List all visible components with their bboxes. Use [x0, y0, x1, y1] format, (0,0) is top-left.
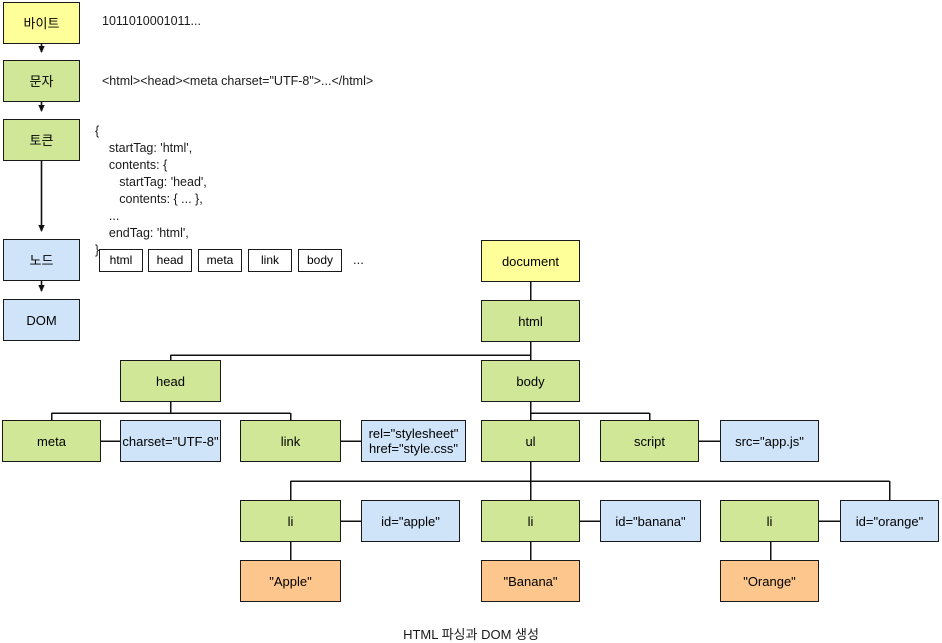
dom-attr-charset[interactable]: charset="UTF-8"	[120, 420, 221, 462]
token-chip-html[interactable]: html	[99, 249, 143, 272]
sample-tokens-text: { startTag: 'html', contents: { startTag…	[95, 124, 207, 257]
pipeline-stage-dom[interactable]: DOM	[3, 299, 80, 341]
dom-attr-id-banana[interactable]: id="banana"	[600, 500, 701, 542]
dom-node-li-banana[interactable]: li	[481, 500, 580, 542]
dom-attr-id-apple[interactable]: id="apple"	[361, 500, 460, 542]
dom-attr-link-rel-href[interactable]: rel="stylesheet" href="style.css"	[361, 420, 466, 462]
dom-text-banana[interactable]: "Banana"	[481, 560, 580, 602]
token-chip-link[interactable]: link	[248, 249, 292, 272]
sample-bytes-text: 1011010001011...	[102, 14, 201, 28]
dom-node-ul[interactable]: ul	[481, 420, 580, 462]
dom-attr-id-orange[interactable]: id="orange"	[840, 500, 939, 542]
dom-text-orange[interactable]: "Orange"	[720, 560, 819, 602]
dom-attr-script-src[interactable]: src="app.js"	[720, 420, 819, 462]
token-chip-body[interactable]: body	[298, 249, 342, 272]
sample-characters-text: <html><head><meta charset="UTF-8">...</h…	[102, 74, 374, 88]
dom-text-apple[interactable]: "Apple"	[240, 560, 341, 602]
dom-node-meta[interactable]: meta	[2, 420, 101, 462]
diagram-caption: HTML 파싱과 DOM 생성	[403, 627, 539, 642]
pipeline-stage-bytes[interactable]: 바이트	[3, 2, 80, 44]
dom-node-script[interactable]: script	[600, 420, 699, 462]
dom-node-document[interactable]: document	[481, 240, 580, 282]
dom-node-body[interactable]: body	[481, 360, 580, 402]
dom-node-li-orange[interactable]: li	[720, 500, 819, 542]
dom-node-link[interactable]: link	[240, 420, 341, 462]
token-chip-head[interactable]: head	[148, 249, 192, 272]
dom-node-html[interactable]: html	[481, 300, 580, 342]
dom-node-head[interactable]: head	[120, 360, 221, 402]
dom-node-li-apple[interactable]: li	[240, 500, 341, 542]
pipeline-stage-tokens[interactable]: 토큰	[3, 119, 80, 161]
token-chip-ellipsis: ...	[353, 252, 364, 267]
pipeline-stage-nodes[interactable]: 노드	[3, 239, 80, 281]
token-chip-meta[interactable]: meta	[198, 249, 242, 272]
pipeline-stage-characters[interactable]: 문자	[3, 60, 80, 102]
